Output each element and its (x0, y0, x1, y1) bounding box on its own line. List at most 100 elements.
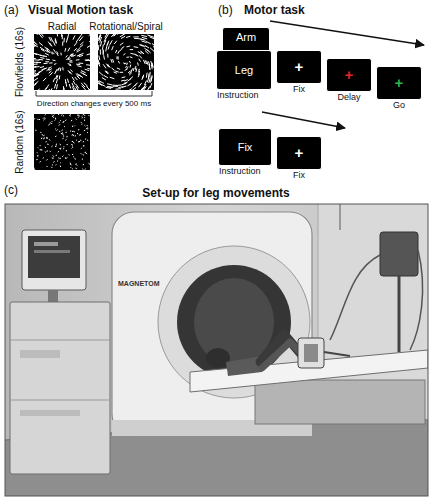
moving-dot (113, 34, 117, 36)
moving-dot (87, 125, 88, 126)
moving-dot (110, 41, 112, 45)
moving-dot (71, 147, 72, 148)
moving-dot (98, 45, 99, 50)
moving-dot (106, 87, 111, 89)
moving-dot (71, 144, 73, 145)
illustration-part (330, 255, 380, 340)
moving-dot (120, 72, 123, 73)
moving-dot (145, 46, 148, 48)
moving-dot (134, 46, 138, 48)
moving-dot (128, 89, 132, 90)
moving-dot (46, 159, 48, 161)
moving-dot (126, 66, 127, 68)
moving-dot (49, 139, 50, 141)
moving-dot (80, 45, 83, 47)
moving-dot (75, 163, 76, 165)
moving-dot (56, 79, 58, 82)
moving-dot (73, 156, 74, 157)
illustration-part (34, 242, 58, 246)
moving-dot (126, 63, 128, 65)
moving-dot (113, 34, 116, 35)
moving-dot (53, 60, 55, 61)
moving-dot (141, 51, 144, 53)
moving-dot (50, 73, 52, 76)
moving-dot (127, 57, 129, 58)
moving-dot (47, 89, 49, 90)
moving-dot (71, 120, 72, 122)
moving-dot (43, 117, 45, 119)
moving-dot (73, 55, 76, 56)
moving-dot (104, 38, 106, 42)
moving-dot (143, 75, 144, 79)
condition-label: Random (16s) (14, 110, 26, 173)
moving-dot (118, 61, 120, 63)
moving-dot (66, 144, 67, 145)
moving-dot (39, 161, 41, 162)
moving-dot (87, 140, 88, 141)
moving-dot (37, 119, 38, 120)
moving-dot (37, 152, 38, 153)
moving-dot (76, 85, 78, 88)
illustration-part (380, 232, 418, 276)
rotational-flowfield (98, 34, 154, 90)
moving-dot (105, 47, 107, 51)
moving-dot (129, 61, 131, 63)
illustration-part (304, 344, 318, 362)
phase-label: Go (393, 101, 405, 111)
moving-dot (77, 76, 80, 78)
moving-dot (111, 59, 112, 62)
illustration-part (298, 338, 324, 368)
moving-dot (84, 117, 85, 118)
moving-dot (82, 117, 83, 118)
moving-dot (70, 164, 72, 166)
moving-dot (56, 144, 57, 145)
moving-dot (56, 144, 57, 145)
moving-dot (134, 54, 136, 55)
moving-dot (114, 34, 117, 36)
moving-dot (120, 43, 123, 45)
moving-dot (36, 159, 38, 160)
moving-dot (144, 60, 146, 63)
moving-dot (51, 123, 52, 124)
moving-dot (86, 128, 87, 129)
moving-dot (83, 141, 84, 142)
moving-dot (62, 132, 63, 134)
moving-dot (64, 48, 66, 51)
moving-dot (40, 66, 43, 68)
moving-dot (34, 64, 37, 65)
condition-label: Rotational/Spiral (89, 21, 162, 33)
moving-dot (110, 77, 114, 78)
moving-dot (44, 63, 47, 64)
moving-dot (146, 73, 148, 77)
illustration-part (20, 410, 80, 416)
moving-dot (73, 135, 74, 137)
moving-dot (34, 75, 36, 77)
moving-dot (65, 132, 66, 134)
moving-dot (50, 62, 53, 63)
moving-dot (36, 89, 40, 90)
moving-dot (37, 156, 38, 157)
moving-dot (140, 38, 144, 40)
moving-dot (61, 34, 62, 36)
moving-dot (139, 56, 141, 58)
moving-dot (100, 50, 101, 54)
moving-dot (153, 47, 154, 50)
moving-dot (69, 115, 70, 117)
moving-dot (39, 43, 42, 46)
moving-dot (81, 124, 82, 125)
moving-dot (77, 64, 80, 65)
condition-label: Radial (48, 21, 76, 33)
moving-dot (42, 134, 43, 136)
moving-dot (125, 69, 127, 70)
moving-dot (131, 69, 132, 71)
moving-dot (64, 126, 65, 127)
moving-dot (145, 61, 146, 64)
moving-dot (63, 121, 64, 123)
moving-dot (55, 72, 56, 74)
time-arrow (262, 112, 345, 128)
moving-dot (70, 130, 71, 131)
moving-dot (50, 43, 52, 46)
screen-text: Arm (236, 31, 256, 43)
moving-dot (80, 42, 83, 45)
moving-dot (43, 138, 44, 139)
